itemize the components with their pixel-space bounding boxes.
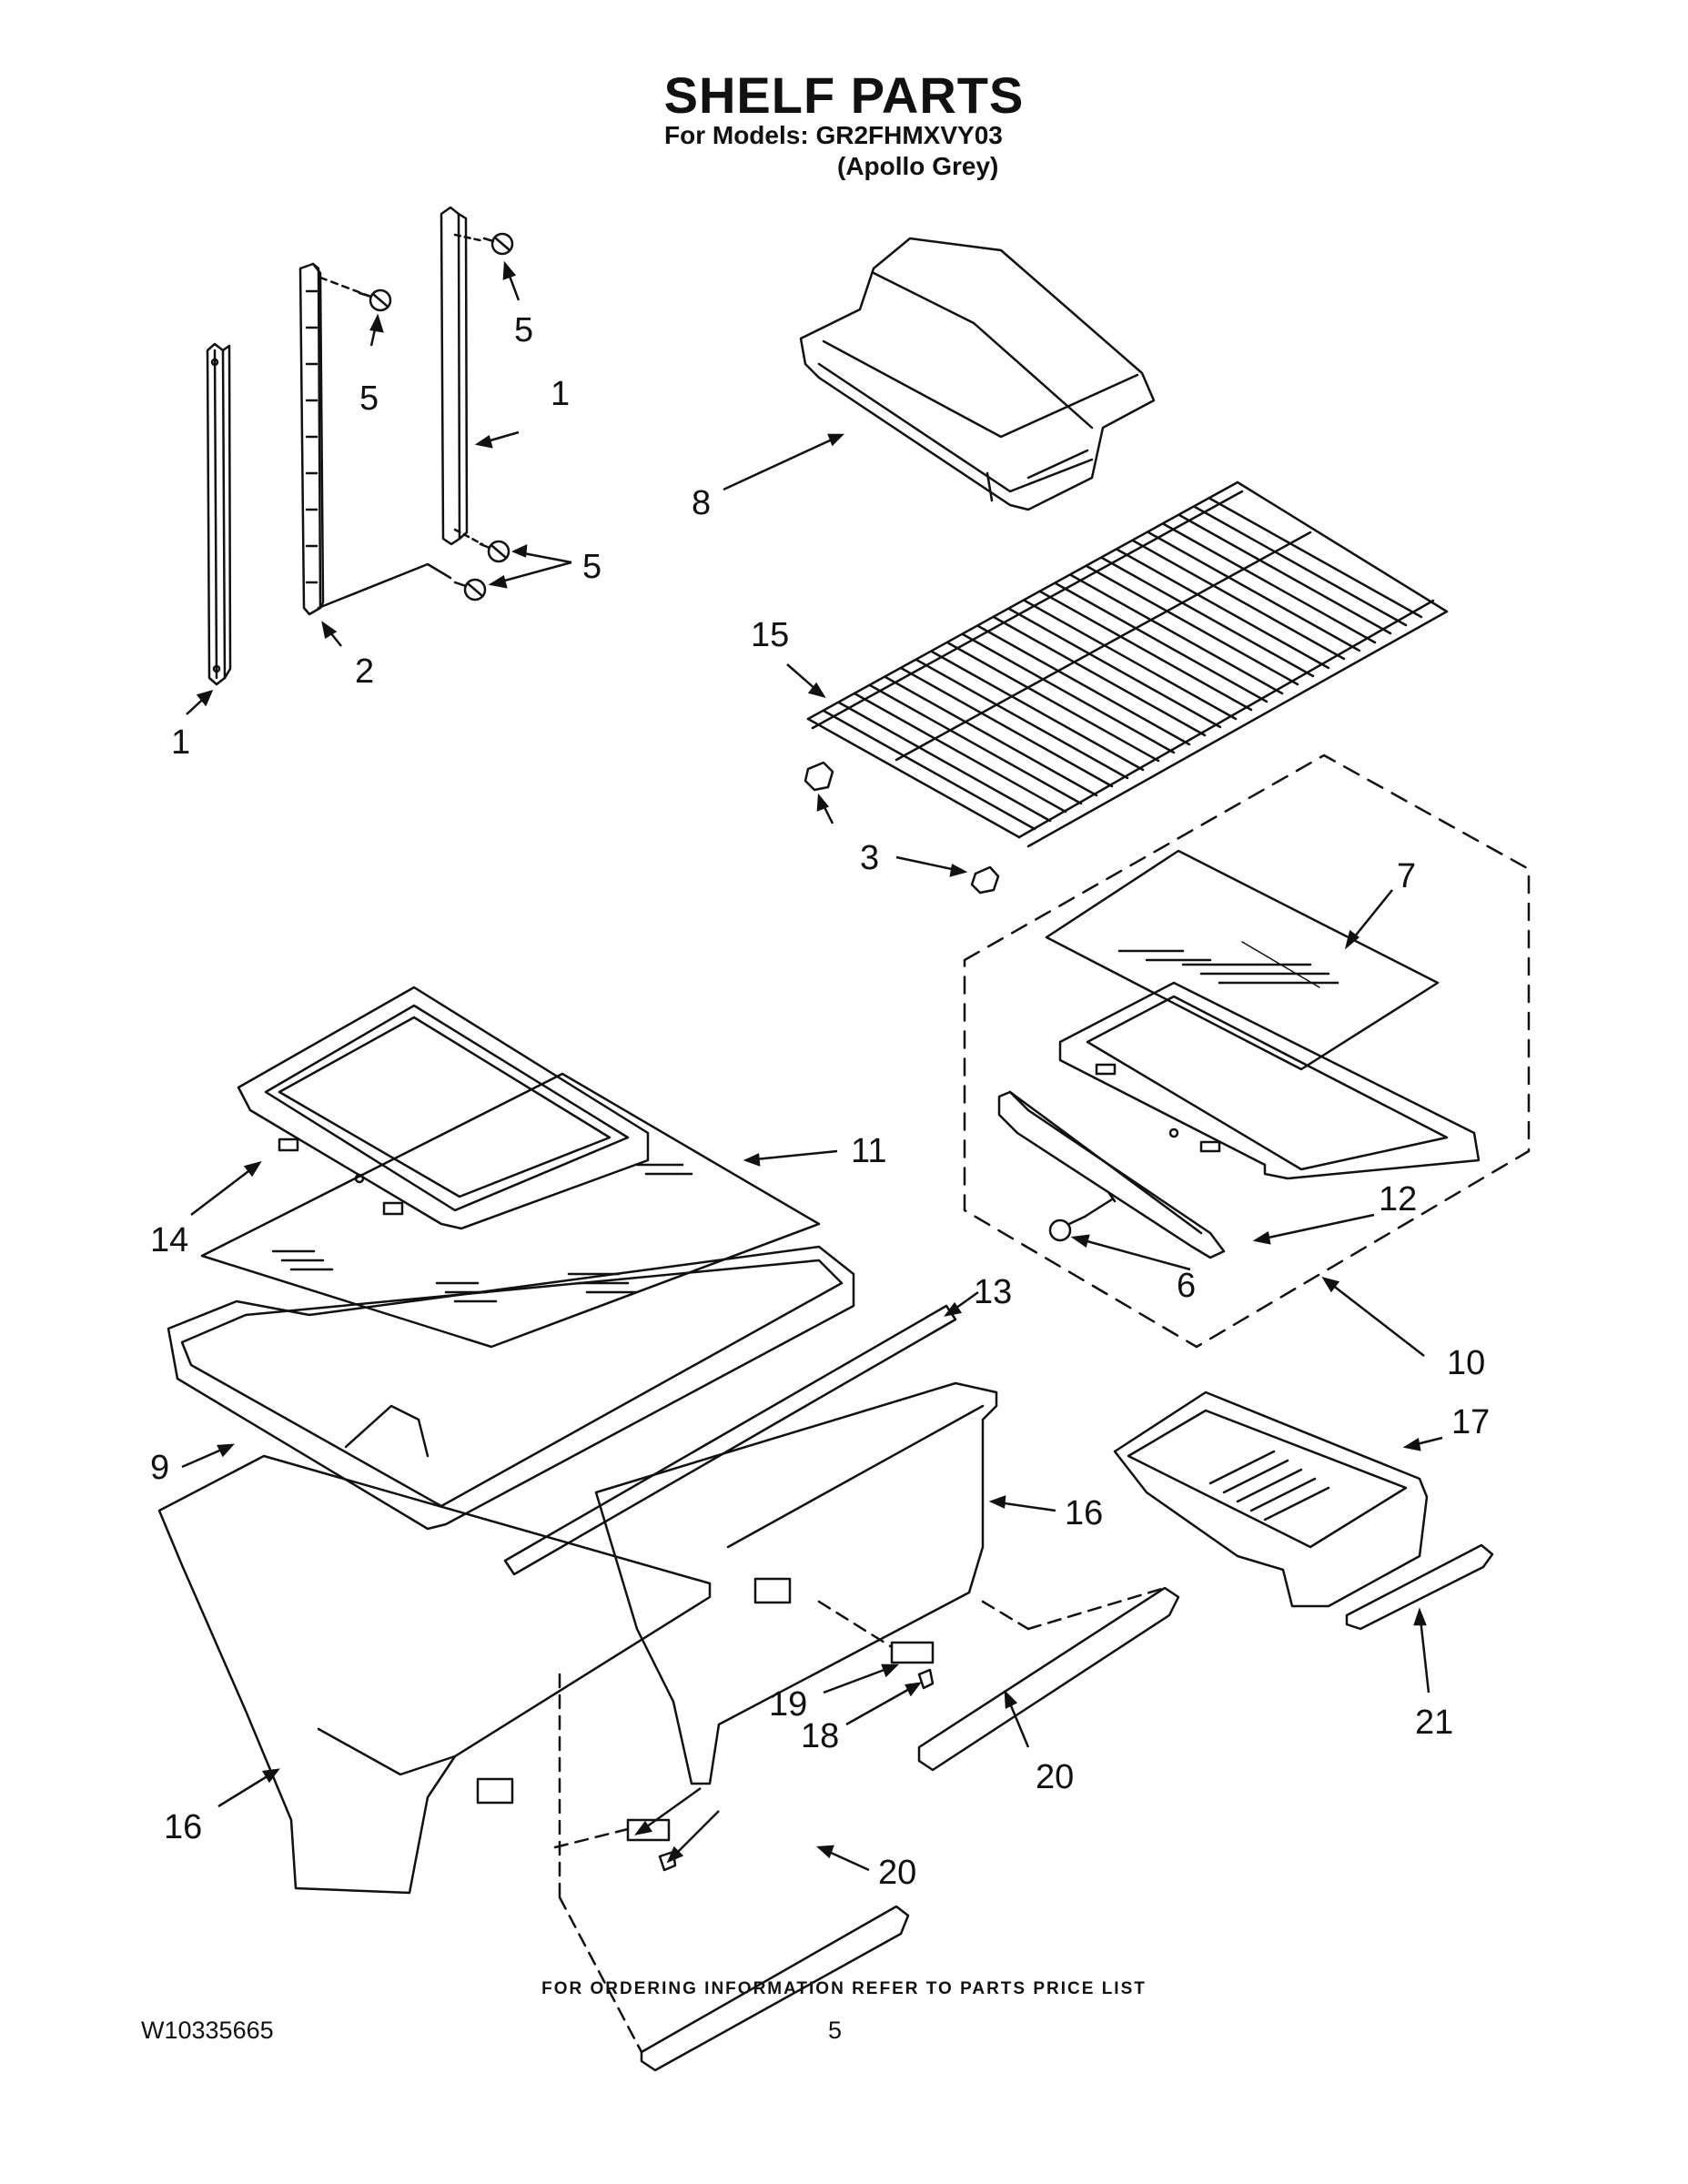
callout-5-lower: 5	[582, 548, 601, 586]
callout-21: 21	[1415, 1704, 1453, 1742]
part-13-strip	[503, 1304, 957, 1576]
assembly-guide-lines	[553, 1586, 1167, 2054]
part-16-crisper-left	[157, 1454, 712, 1895]
callout-numbers: 1 1 2 3 5 5 5 6 7 8 9 10 11 12 13 14 15 …	[150, 311, 1490, 1892]
ordering-note: FOR ORDERING INFORMATION REFER TO PARTS …	[541, 1979, 1147, 1998]
models-line: For Models: GR2FHMXVY03	[664, 121, 1003, 149]
part-15-wire-shelf	[806, 480, 1449, 848]
part-20-trims	[640, 1586, 1180, 2072]
part-7-glass	[1045, 849, 1440, 1071]
callout-20-right: 20	[1036, 1758, 1074, 1796]
callout-2: 2	[355, 652, 374, 691]
part-1-rail-right	[440, 206, 486, 546]
callout-16-right: 16	[1065, 1494, 1103, 1532]
part-21-strip	[1345, 1543, 1494, 1631]
part-3-supports	[804, 761, 1000, 895]
callout-13: 13	[974, 1273, 1012, 1311]
part-6-screw	[1048, 1198, 1114, 1242]
part-17-drawer	[1113, 1390, 1429, 1608]
part-9-cover-frame	[167, 1245, 855, 1531]
part-12-bracket	[997, 1090, 1226, 1259]
callout-12: 12	[1379, 1180, 1417, 1218]
callout-19: 19	[769, 1685, 807, 1724]
callout-6: 6	[1177, 1267, 1196, 1305]
callout-20-lower: 20	[878, 1854, 916, 1892]
callout-3: 3	[860, 839, 879, 877]
page-number: 5	[828, 2017, 843, 2044]
leader-lines	[181, 260, 1443, 1872]
callout-9: 9	[150, 1449, 169, 1487]
part-1-rail-left	[206, 342, 232, 686]
callout-11: 11	[851, 1132, 886, 1170]
document-number: W10335665	[141, 2017, 274, 2044]
callout-15: 15	[751, 616, 789, 654]
callout-7: 7	[1397, 857, 1416, 895]
page-title: SHELF PARTS	[663, 66, 1025, 124]
part-14-shelf-frame	[237, 986, 650, 1230]
callout-1-right: 1	[551, 375, 570, 413]
callout-5-upper-left: 5	[359, 379, 379, 418]
variant-line: (Apollo Grey)	[837, 152, 999, 180]
callout-18: 18	[801, 1717, 839, 1755]
part-16-crisper-right	[594, 1381, 998, 1785]
callout-10: 10	[1447, 1344, 1485, 1382]
part-10-assembly-outline	[963, 753, 1531, 1349]
callout-8: 8	[692, 484, 711, 522]
part-2-slotted-rail	[298, 262, 452, 616]
part-10-shelf-frame	[1058, 981, 1481, 1180]
part-18-19-clips	[626, 1641, 935, 1872]
callout-16-lower: 16	[164, 1808, 202, 1846]
callout-5-upper-right: 5	[514, 311, 533, 349]
part-5-screws	[358, 232, 514, 602]
part-8-bin	[799, 237, 1156, 511]
callout-1-left: 1	[171, 723, 190, 762]
callout-14: 14	[150, 1221, 188, 1259]
callout-17: 17	[1451, 1403, 1490, 1441]
